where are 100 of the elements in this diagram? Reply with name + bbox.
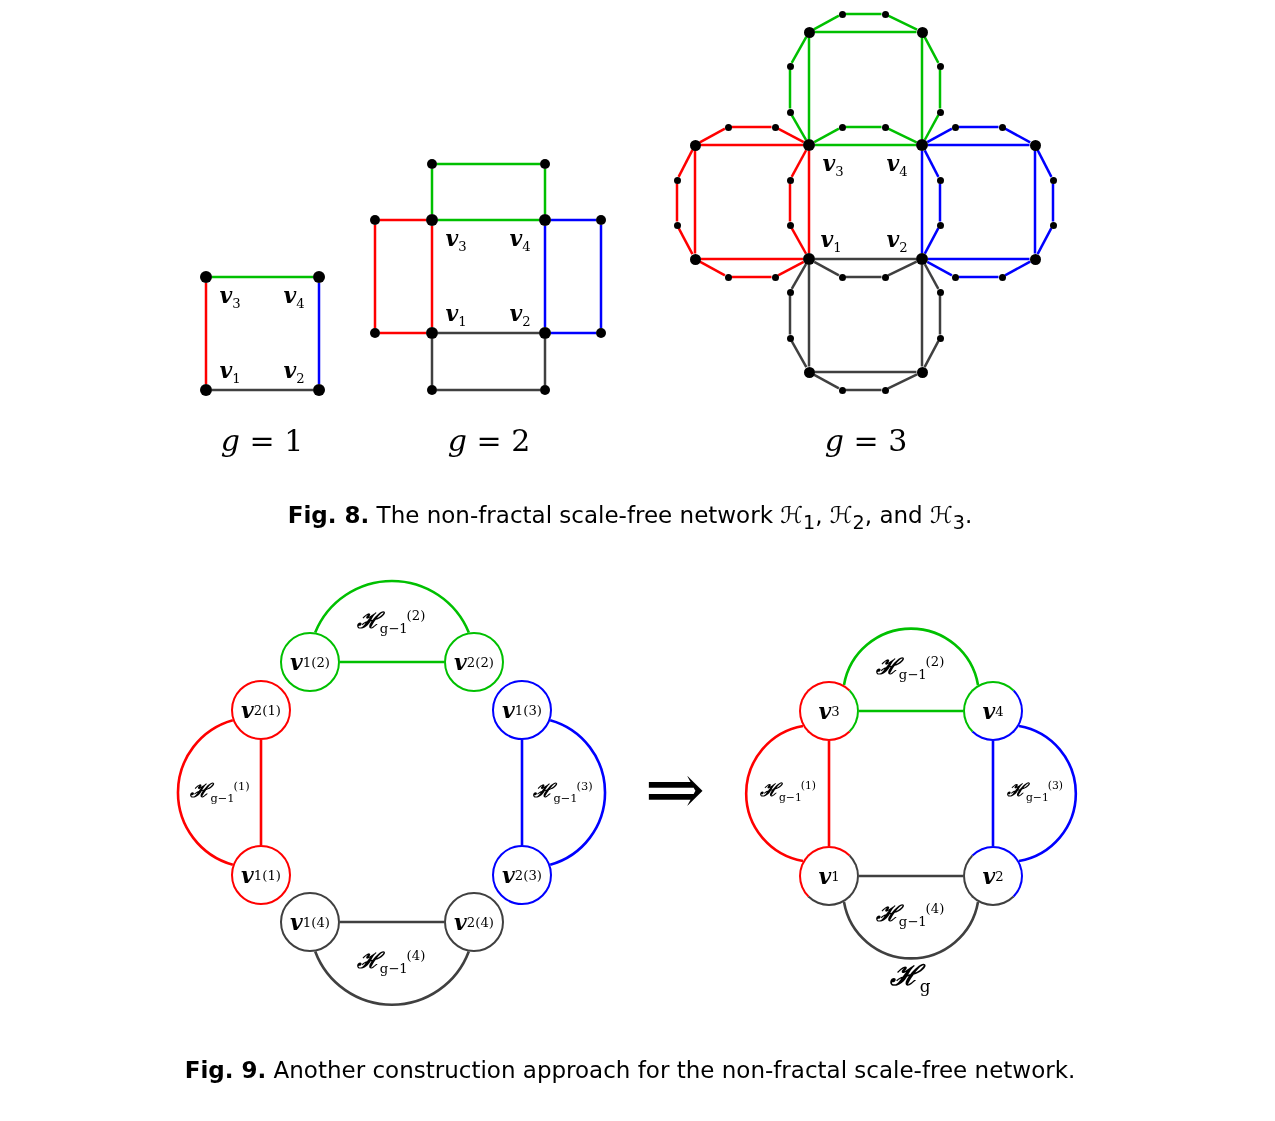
figure-caption: Fig. 9. Another construction approach for the non-fractal scale-free network. — [184, 1058, 1076, 1084]
vertex-dot — [803, 366, 815, 378]
vertex-dot — [1049, 176, 1057, 184]
vertex-label: v$_{3}$ — [219, 282, 241, 312]
graph-edge — [815, 143, 916, 147]
graph-edge — [1004, 260, 1031, 277]
graph-edge — [790, 263, 808, 290]
graph-edge — [887, 260, 918, 277]
vertex-dot — [951, 123, 959, 131]
graph-edge — [923, 114, 940, 141]
graph-edge — [699, 260, 726, 277]
vertex-dot — [786, 288, 794, 296]
vertex-dot — [998, 273, 1006, 281]
graph-edge — [814, 30, 917, 34]
vertex-dot — [689, 253, 701, 265]
vertex-dot — [881, 123, 889, 131]
arc-edge — [842, 627, 980, 686]
graph-edge — [438, 331, 539, 335]
vertex-dot — [838, 273, 846, 281]
vertex-dot — [881, 386, 889, 394]
vertex-dot — [426, 214, 438, 226]
generation-label: g = 2 — [447, 423, 531, 457]
graph-edge — [790, 340, 808, 368]
vertex-dot — [881, 273, 889, 281]
graph-edge — [212, 275, 313, 279]
vertex-dot — [370, 215, 380, 225]
graph-edge — [845, 388, 882, 392]
graph-edge — [958, 125, 999, 129]
vertex-dot — [916, 139, 928, 151]
graph-edge — [543, 169, 547, 214]
graph-edge — [887, 127, 918, 144]
vertex-dot — [370, 328, 380, 338]
graph-edge — [677, 227, 694, 255]
arc-edge — [1018, 724, 1078, 863]
graph-edge — [859, 874, 963, 878]
arc-edge — [842, 901, 980, 960]
graph-edge — [845, 12, 882, 16]
graph-edge — [259, 740, 263, 845]
figure-caption: Fig. 8. The non-fractal scale-free network ℋ$_{1}$, ℋ$_{2}$, and ℋ$_{3}$. — [287, 503, 973, 533]
graph-edge — [958, 275, 999, 279]
graph-edge — [340, 920, 444, 924]
graph-edge — [938, 183, 942, 222]
graph-edge — [599, 225, 603, 328]
vertex-label: v$_{1}$ — [219, 357, 241, 387]
vertex-dot — [838, 10, 846, 18]
graph-edge — [204, 283, 208, 384]
graph-edge — [317, 283, 321, 384]
vertex-dot — [786, 176, 794, 184]
graph-edge — [807, 265, 811, 367]
graph-edge — [790, 149, 808, 178]
vertex-dot — [1029, 139, 1041, 151]
graph-edge — [923, 263, 940, 290]
vertex-dot — [200, 384, 212, 396]
graph-edge — [551, 331, 596, 335]
graph-edge — [928, 143, 1030, 147]
subgraph-label: ℋ$_{g}$ — [889, 960, 931, 996]
vertex-dot — [916, 253, 928, 265]
vertex-dot — [936, 62, 944, 70]
graph-edge — [813, 14, 840, 31]
vertex-dot — [998, 123, 1006, 131]
graph-edge — [815, 257, 916, 261]
arc-edge — [314, 951, 470, 1006]
vertex-dot — [427, 385, 437, 395]
graph-edge — [777, 260, 805, 277]
vertex-dot — [951, 273, 959, 281]
graph-edge — [827, 741, 831, 846]
graph-edge — [437, 162, 540, 166]
graph-edge — [926, 127, 953, 144]
graph-edge — [845, 275, 882, 279]
vertex-dot — [916, 366, 928, 378]
graph-edge — [807, 37, 811, 139]
vertex-label: v$_{3}$ — [445, 225, 467, 255]
graph-edge — [700, 257, 803, 261]
graph-edge — [731, 125, 772, 129]
vertex-dot — [936, 108, 944, 116]
graph-edge — [920, 37, 924, 139]
vertex-dot — [916, 26, 928, 38]
graph-edge — [731, 275, 772, 279]
graph-edge — [923, 227, 940, 255]
graph-edge — [340, 660, 444, 664]
graph-edge — [700, 143, 803, 147]
arc-edge — [744, 724, 804, 863]
vertex-dot — [786, 108, 794, 116]
vertex-dot — [786, 62, 794, 70]
graph-edge — [373, 225, 377, 328]
vertex-dot — [936, 221, 944, 229]
vertex-dot — [596, 215, 606, 225]
vertex-label: v$_{2}$ — [886, 226, 908, 256]
graph-edge — [693, 150, 697, 254]
vertex-dot — [803, 139, 815, 151]
implies-symbol: ⇒ — [644, 750, 706, 830]
vertex-label: v$_{4}$ — [886, 150, 908, 180]
arc-edge — [549, 719, 607, 866]
graph-edge — [923, 340, 940, 368]
graph-edge — [551, 218, 596, 222]
vertex-dot — [673, 176, 681, 184]
vertex-dot — [881, 10, 889, 18]
graph-edge — [1051, 183, 1055, 222]
vertex-dot — [1029, 253, 1041, 265]
graph-edge — [788, 183, 792, 222]
